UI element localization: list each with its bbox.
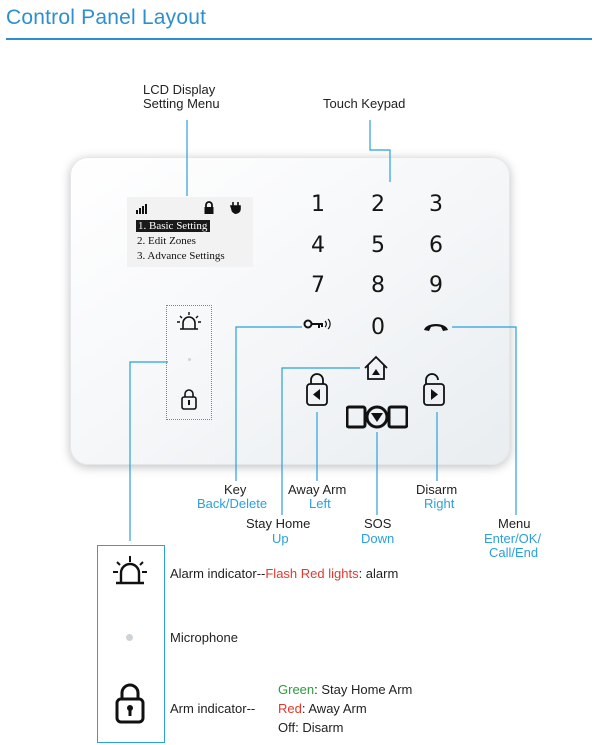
menu-sublabel-2: Call/End — [489, 545, 539, 560]
key-sublabel: Back/Delete — [197, 496, 268, 511]
lcd-label-line2: Setting Menu — [143, 96, 220, 111]
sos-button[interactable] — [346, 405, 408, 429]
arm-red-desc: Red: Away Arm — [278, 701, 367, 716]
key-7[interactable]: 7 — [311, 273, 325, 298]
arm-indicator-desc: Arm indicator-- — [170, 701, 256, 716]
key-label: Key — [224, 482, 247, 497]
key-9[interactable]: 9 — [429, 273, 443, 298]
lcd-menu-item-zones[interactable]: 2. Edit Zones — [137, 235, 196, 247]
legend-lock-icon — [115, 683, 145, 724]
lock-icon — [204, 201, 214, 214]
legend-border-left — [97, 545, 98, 742]
page-title: Control Panel Layout — [6, 6, 207, 29]
microphone-dot — [188, 358, 191, 361]
legend-border — [97, 545, 165, 743]
away-arm-icon[interactable] — [304, 373, 330, 407]
arm-green-desc: Green: Stay Home Arm — [278, 682, 413, 697]
away-arm-sublabel: Left — [309, 496, 331, 511]
menu-sublabel-1: Enter/OK/ — [484, 531, 542, 546]
away-arm-label: Away Arm — [288, 482, 347, 497]
touch-keypad-label: Touch Keypad — [323, 96, 406, 111]
lcd-display: 1. Basic Setting 2. Edit Zones 3. Advanc… — [127, 197, 253, 267]
alarm-bell-icon — [177, 312, 201, 330]
key-8[interactable]: 8 — [371, 273, 385, 298]
microphone-desc: Microphone — [170, 630, 238, 645]
alarm-indicator-desc: Alarm indicator--Flash Red lights: alarm — [170, 566, 399, 581]
key-2[interactable]: 2 — [371, 192, 385, 217]
arm-off-desc: Off: Disarm — [278, 720, 344, 735]
menu-call-icon[interactable] — [422, 320, 450, 334]
key-3[interactable]: 3 — [429, 192, 443, 217]
signal-icon — [136, 204, 147, 214]
legend-alarm-icon — [113, 556, 147, 585]
lcd-menu-item-basic[interactable]: 1. Basic Setting — [136, 220, 211, 232]
power-plug-icon — [229, 202, 241, 214]
menu-label: Menu — [498, 516, 531, 531]
disarm-sublabel: Right — [424, 496, 455, 511]
sos-label: SOS — [364, 516, 392, 531]
lcd-menu-item-advance[interactable]: 3. Advance Settings — [137, 250, 225, 262]
lcd-label-line1: LCD Display — [143, 82, 216, 97]
key-4[interactable]: 4 — [311, 233, 325, 258]
arm-lock-icon — [181, 389, 197, 410]
stay-home-sublabel: Up — [272, 531, 289, 546]
key-1[interactable]: 1 — [311, 192, 325, 217]
title-divider — [6, 38, 592, 40]
key-back-delete-icon[interactable] — [303, 318, 333, 334]
key-5[interactable]: 5 — [371, 233, 385, 258]
disarm-label: Disarm — [416, 482, 458, 497]
sos-sublabel: Down — [361, 531, 395, 546]
key-6[interactable]: 6 — [429, 233, 443, 258]
stay-home-icon[interactable] — [362, 354, 390, 382]
legend-border-top — [97, 545, 164, 546]
legend-microphone-dot — [126, 634, 133, 641]
disarm-icon[interactable] — [421, 373, 447, 407]
stay-home-label: Stay Home — [246, 516, 311, 531]
key-0[interactable]: 0 — [371, 315, 385, 340]
